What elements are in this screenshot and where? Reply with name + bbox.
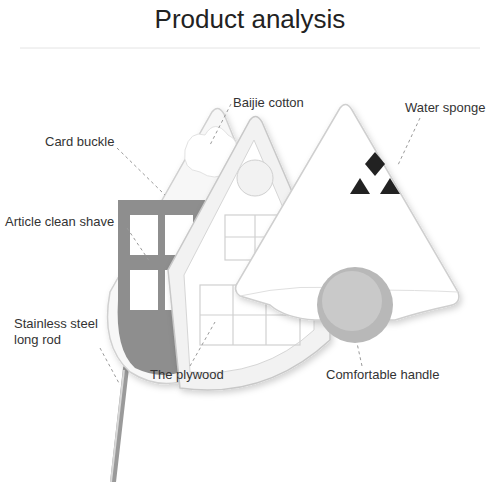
panel-window	[130, 215, 158, 255]
leader-lines	[100, 104, 420, 385]
plywood-hole	[237, 160, 273, 196]
part-label: Article clean shave	[5, 214, 135, 230]
handle-face	[322, 271, 382, 331]
part-label: The plywood	[150, 367, 250, 383]
handle-knob	[317, 267, 393, 343]
title-rule	[20, 48, 480, 49]
page-title: Product analysis	[0, 4, 500, 35]
part-label: Stainless steel long rod	[14, 316, 109, 348]
part-label: Comfortable handle	[326, 367, 476, 383]
part-label: Baijie cotton	[233, 95, 343, 111]
panel-window	[130, 270, 158, 310]
part-label: Water sponge	[405, 100, 500, 116]
sponge-vent	[380, 178, 400, 194]
sponge-vent	[365, 152, 385, 176]
part-label: Card buckle	[45, 134, 145, 150]
rod-highlight	[111, 370, 124, 482]
sponge-vent	[350, 178, 370, 194]
steel-rod	[113, 368, 126, 482]
